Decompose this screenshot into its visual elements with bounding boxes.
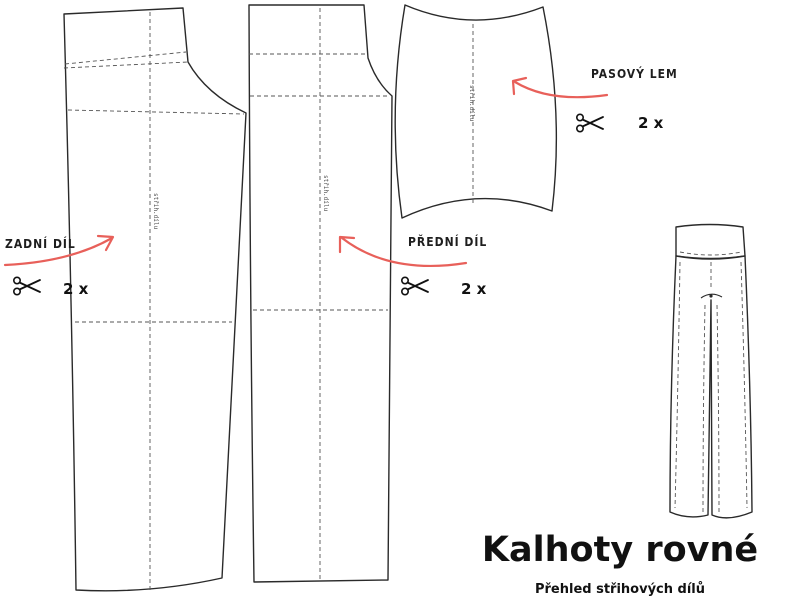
- front-count: 2 x: [461, 280, 487, 298]
- scissors-icon: [400, 276, 429, 296]
- front-piece-label: PŘEDNÍ DÍL: [408, 234, 487, 249]
- page-subtitle: Přehled střihových dílů: [534, 582, 706, 597]
- back-piece-label: ZADNÍ DÍL: [5, 236, 76, 251]
- pants-illustration: [669, 223, 753, 519]
- waistband-piece-label: PASOVÝ LEM: [591, 66, 678, 81]
- waistband-grain-text: střih.dílu: [468, 85, 475, 122]
- back-label-group: ZADNÍ DÍL 2 x: [3, 234, 115, 298]
- back-count: 2 x: [63, 280, 89, 298]
- waistband-piece: střih.dílu: [394, 4, 558, 219]
- front-label-group: PŘEDNÍ DÍL 2 x: [338, 234, 487, 298]
- front-arrow: [340, 236, 468, 268]
- scissors-icon: [12, 276, 41, 296]
- back-grain-text: střih.dílu: [152, 193, 159, 230]
- scissors-icon: [575, 113, 604, 133]
- page-title: Kalhoty rovné: [481, 530, 759, 570]
- back-arrow: [3, 236, 114, 267]
- waistband-count: 2 x: [638, 114, 664, 132]
- waistband-label-group: PASOVÝ LEM 2 x: [511, 66, 678, 133]
- front-piece: střih.dílu: [248, 4, 393, 583]
- front-grain-text: střih.dílu: [322, 175, 329, 212]
- back-piece: střih.dílu: [63, 7, 247, 592]
- waistband-arrow: [513, 80, 609, 99]
